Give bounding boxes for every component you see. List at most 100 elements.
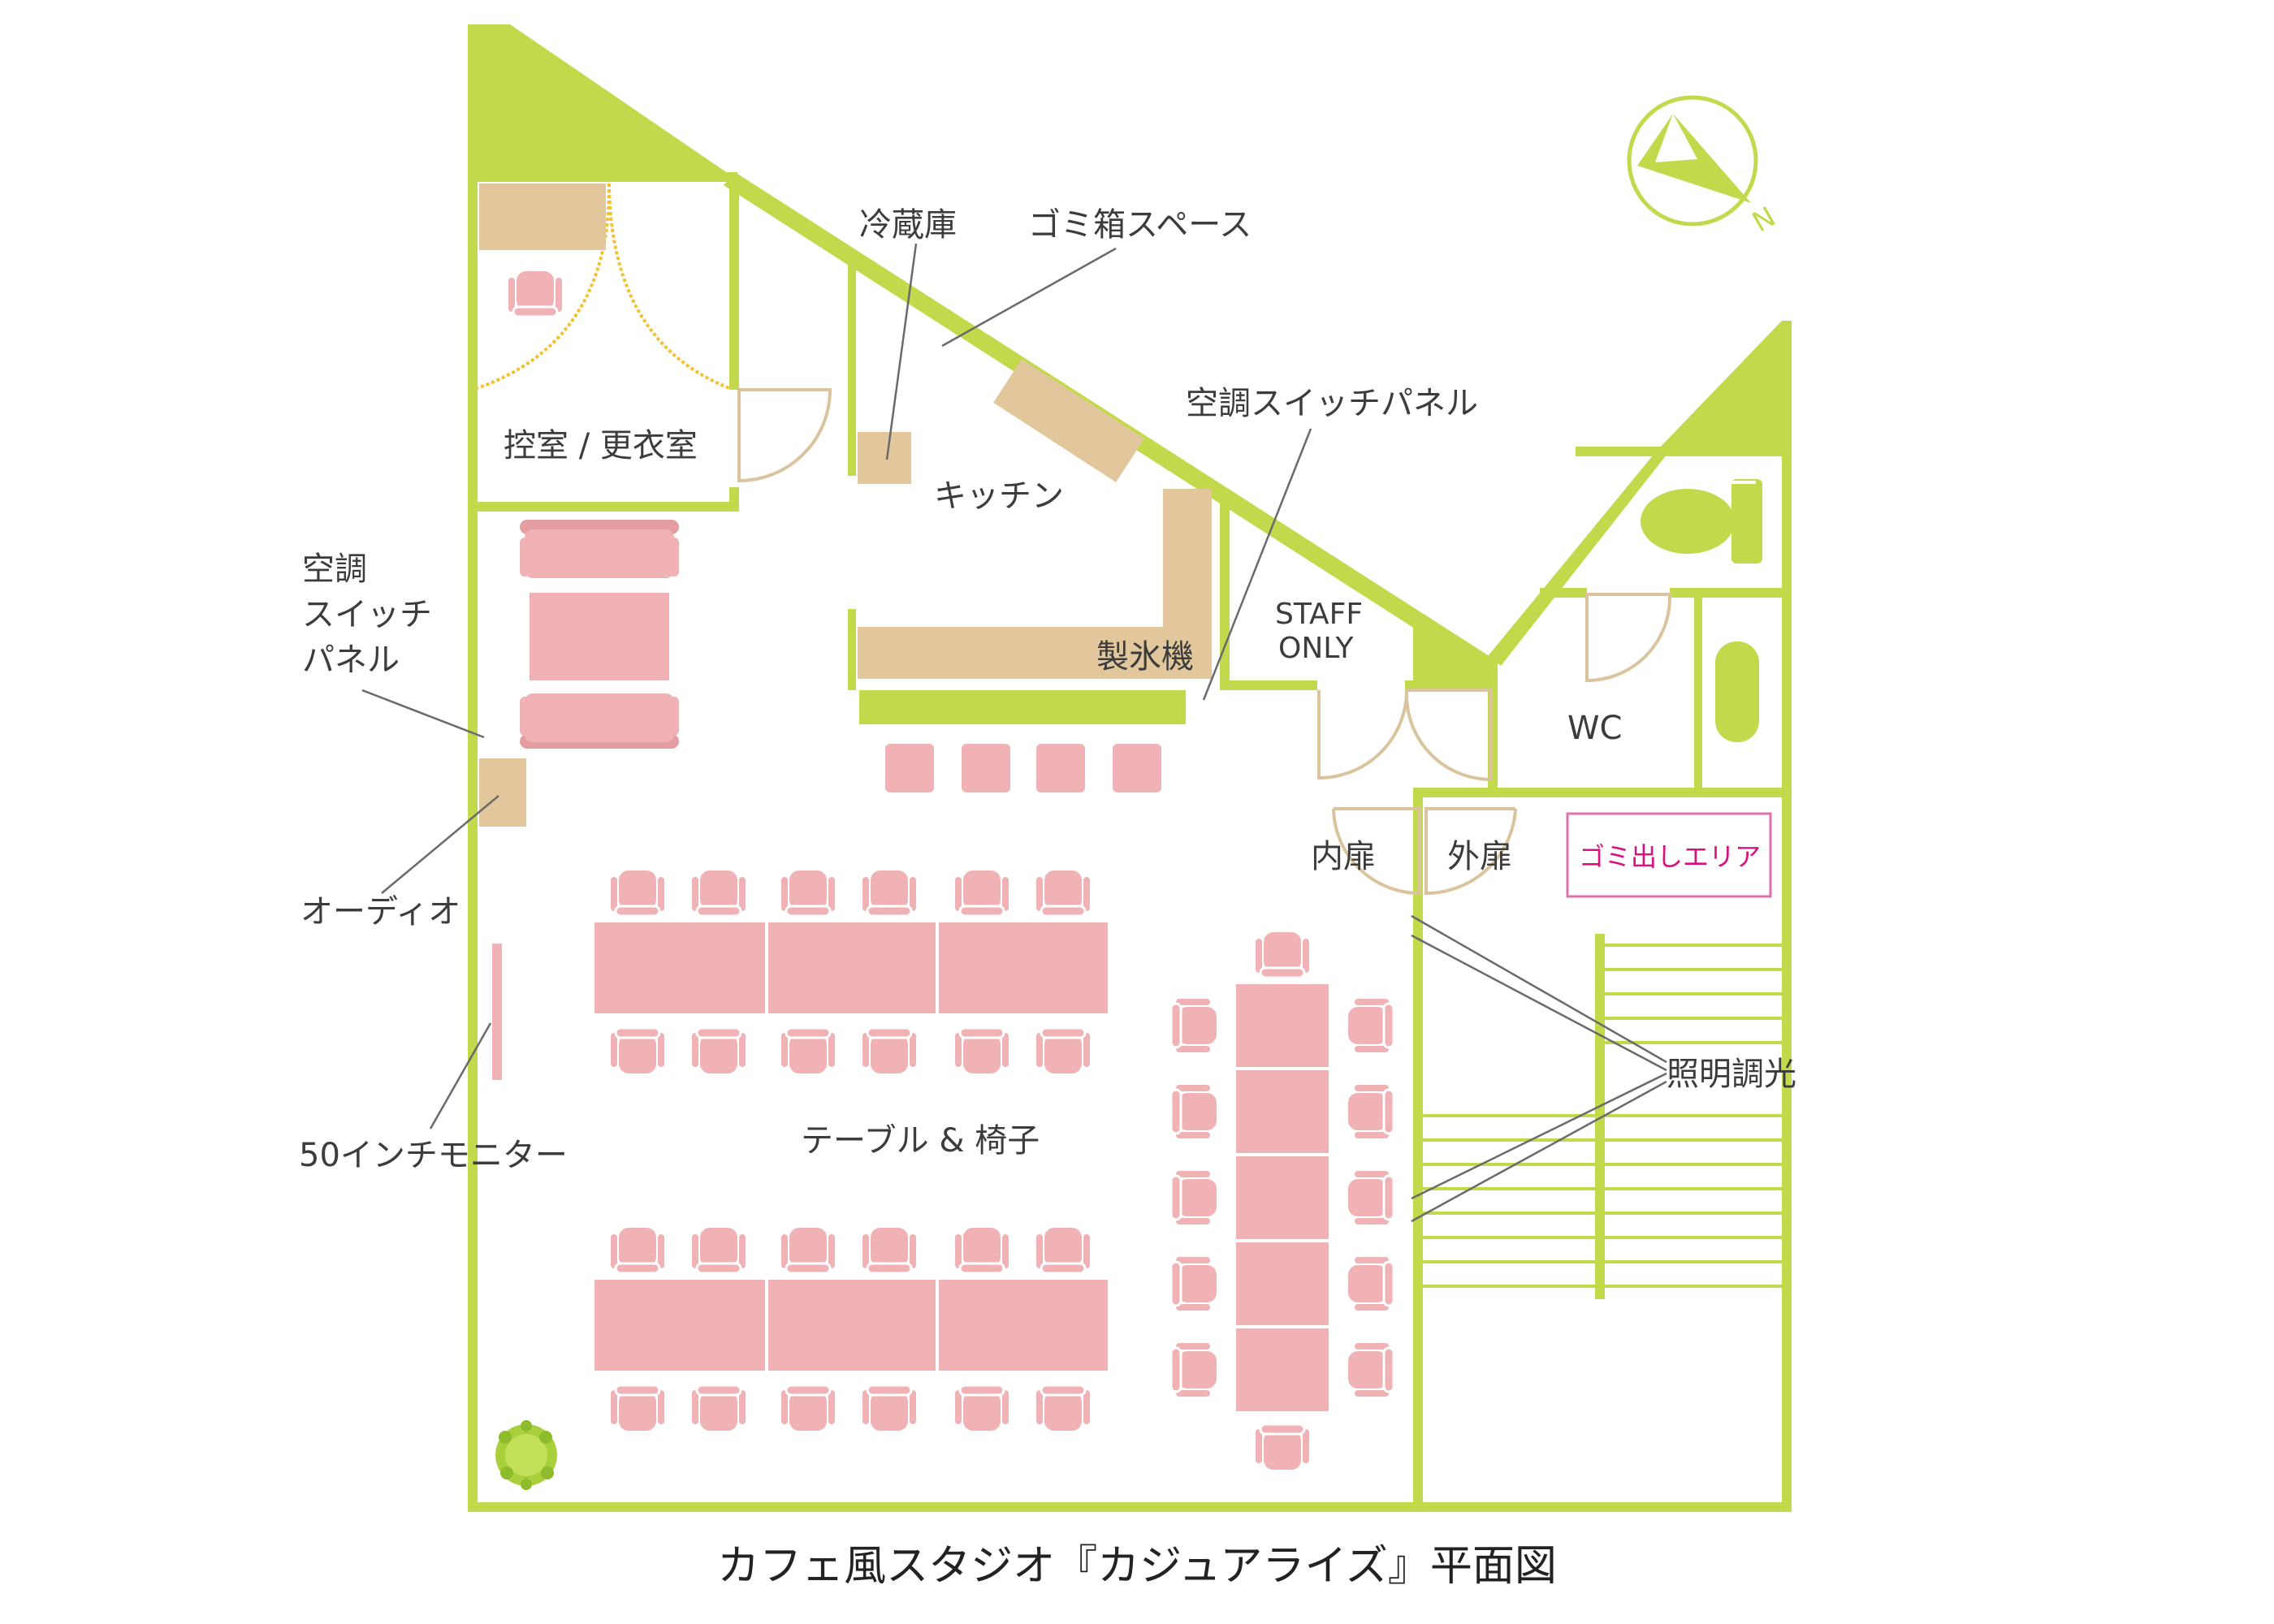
leader-ac-switch-left — [361, 689, 485, 739]
table — [1236, 1242, 1329, 1325]
chair — [692, 1385, 746, 1431]
leader-audio — [381, 795, 499, 894]
wall-stair-left — [1413, 788, 1423, 1512]
chair — [1347, 1341, 1395, 1398]
chair — [611, 1028, 664, 1073]
chair — [1169, 1341, 1218, 1398]
table — [1236, 1070, 1329, 1153]
label-trash-space: ゴミ箱スペース — [1028, 206, 1252, 244]
wall-right — [1782, 321, 1792, 1512]
doors — [477, 183, 1671, 896]
labels: 控室 / 更衣室 冷蔵庫 ゴミ箱スペース キッチン 空調スイッチパネル 製氷機 … — [299, 206, 1796, 1591]
wall-triangle-top-left — [468, 24, 735, 179]
table — [1236, 1156, 1329, 1239]
stairs — [1423, 944, 1782, 1288]
chair — [690, 869, 747, 918]
wall-wc-divider — [1694, 593, 1702, 794]
wall-wc-mid-right — [1670, 588, 1792, 598]
stair-step — [1423, 1187, 1782, 1190]
leader-ac-switch-right — [1202, 428, 1312, 701]
wc-sink — [1715, 641, 1759, 742]
leader-light-4 — [1411, 1080, 1667, 1223]
table-group-lower — [594, 1226, 1108, 1431]
stair-step — [1423, 1236, 1782, 1239]
chair — [692, 1028, 746, 1073]
label-ac-switch-left-line2: スイッチ — [302, 596, 432, 633]
toilet — [1641, 479, 1762, 564]
table-group-upper — [594, 869, 1108, 1073]
label-staff-only-line1: STAFF — [1275, 598, 1363, 631]
chair — [781, 1028, 835, 1073]
door-wc — [1585, 593, 1671, 683]
wall-wc-bottom — [1415, 788, 1792, 797]
door-staff-right — [1405, 689, 1493, 782]
label-tables-chairs: テーブル & 椅子 — [801, 1122, 1040, 1160]
chair — [1036, 1385, 1090, 1431]
stair-step — [1605, 1041, 1782, 1044]
label-kitchen: キッチン — [934, 477, 1064, 515]
plant-icon — [495, 1420, 557, 1490]
label-ac-switch-right: 空調スイッチパネル — [1186, 385, 1478, 422]
chair — [780, 1226, 837, 1275]
chair — [1035, 1226, 1092, 1275]
leader-light-1 — [1411, 914, 1667, 1064]
trash-counter — [993, 359, 1144, 482]
door-outer — [1424, 807, 1517, 896]
stair-step — [1605, 968, 1782, 971]
wall-left — [468, 24, 478, 1512]
stair-step — [1605, 944, 1782, 947]
label-staff-only-line2: ONLY — [1278, 632, 1355, 665]
chair — [609, 1226, 666, 1275]
stair-step — [1423, 1285, 1782, 1288]
chair — [862, 1028, 916, 1073]
kitchen-counter-vertical — [1163, 489, 1212, 679]
chair — [1254, 931, 1311, 979]
dressing-chair — [507, 270, 564, 318]
wall-kitchen-left-lower — [848, 609, 856, 690]
chair — [1169, 1169, 1218, 1226]
wall-bottom — [468, 1502, 1792, 1512]
chair — [955, 1028, 1009, 1073]
chair — [1347, 1083, 1395, 1140]
wall-triangle-top-right — [1657, 321, 1792, 451]
chair — [1347, 1169, 1395, 1226]
label-outer-door: 外扉 — [1447, 838, 1512, 875]
monitor-50inch — [492, 944, 502, 1080]
wall-staff-left — [1220, 495, 1230, 690]
table — [1236, 984, 1329, 1067]
leader-light-3 — [1411, 1072, 1667, 1200]
chair — [953, 1226, 1010, 1275]
table — [939, 922, 1108, 1013]
sofa-top — [520, 520, 679, 578]
wall-dressing-right — [729, 179, 739, 390]
leader-lines — [361, 243, 1667, 1223]
chair — [781, 1385, 835, 1431]
label-ice-maker: 製氷機 — [1096, 638, 1194, 676]
wall-wc-toilet-top — [1576, 447, 1792, 456]
door-staff-left — [1317, 689, 1408, 780]
table — [1236, 1328, 1329, 1411]
chair — [1169, 997, 1218, 1054]
chair — [1256, 1424, 1309, 1470]
wall-dressing-top — [478, 172, 737, 182]
wall-wedge — [1413, 609, 1493, 690]
door-inner — [1332, 807, 1421, 896]
bar-stool — [1036, 744, 1085, 793]
table — [939, 1280, 1108, 1371]
label-inner-door: 内扉 — [1311, 838, 1376, 875]
wall-dressing-bottom — [478, 502, 739, 512]
label-wc: WC — [1567, 710, 1622, 747]
dressing-shelf — [479, 184, 606, 250]
bar-stool — [962, 744, 1010, 793]
chair — [1347, 997, 1395, 1054]
curtain-right — [607, 183, 730, 390]
stair-step — [1423, 1212, 1782, 1215]
chair — [1347, 1255, 1395, 1312]
seating — [520, 520, 1395, 1470]
compass-letter: N — [1747, 201, 1781, 239]
stair-step — [1605, 992, 1782, 996]
table — [594, 922, 765, 1013]
wall-diagonal-right — [1488, 451, 1670, 666]
kitchen-counter-horizontal — [858, 627, 1212, 679]
